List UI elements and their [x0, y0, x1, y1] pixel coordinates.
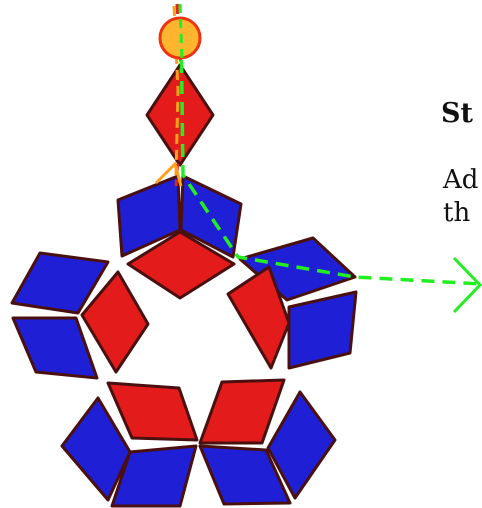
instruction-line-1: Ad — [443, 165, 478, 195]
blue-tile-left-lower — [13, 318, 97, 378]
red-tile-bottom-right — [200, 380, 284, 443]
red-tile-bottom-left — [108, 383, 197, 440]
step-heading: St — [441, 98, 473, 129]
blue-tile-right-lower — [289, 292, 356, 368]
instruction-line-2: th — [443, 198, 470, 228]
